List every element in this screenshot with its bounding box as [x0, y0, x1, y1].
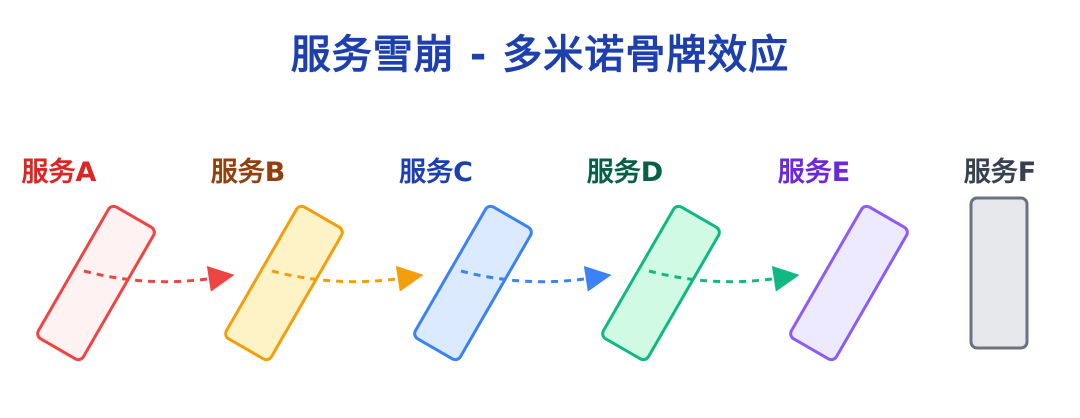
diagram-title: 服务雪崩 - 多米诺骨牌效应 — [290, 32, 790, 78]
arrow-b-to-c — [271, 265, 424, 292]
domino-service-d — [601, 204, 721, 362]
service-a-label: 服务A — [21, 157, 97, 188]
service-e-label: 服务E — [777, 157, 851, 188]
domino-service-e — [789, 204, 909, 362]
domino-service-f — [969, 196, 1029, 350]
arrow-c-to-d — [460, 265, 612, 292]
arrow-d-to-e — [648, 265, 800, 292]
service-c-label: 服务C — [399, 157, 473, 188]
service-f-label: 服务F — [963, 157, 1037, 188]
arrow-a-to-b — [83, 265, 235, 292]
domino-service-b — [224, 204, 344, 362]
service-d-label: 服务D — [586, 157, 664, 188]
domino-service-a — [36, 204, 156, 362]
service-b-label: 服务B — [210, 157, 286, 188]
domino-service-c — [413, 204, 533, 362]
